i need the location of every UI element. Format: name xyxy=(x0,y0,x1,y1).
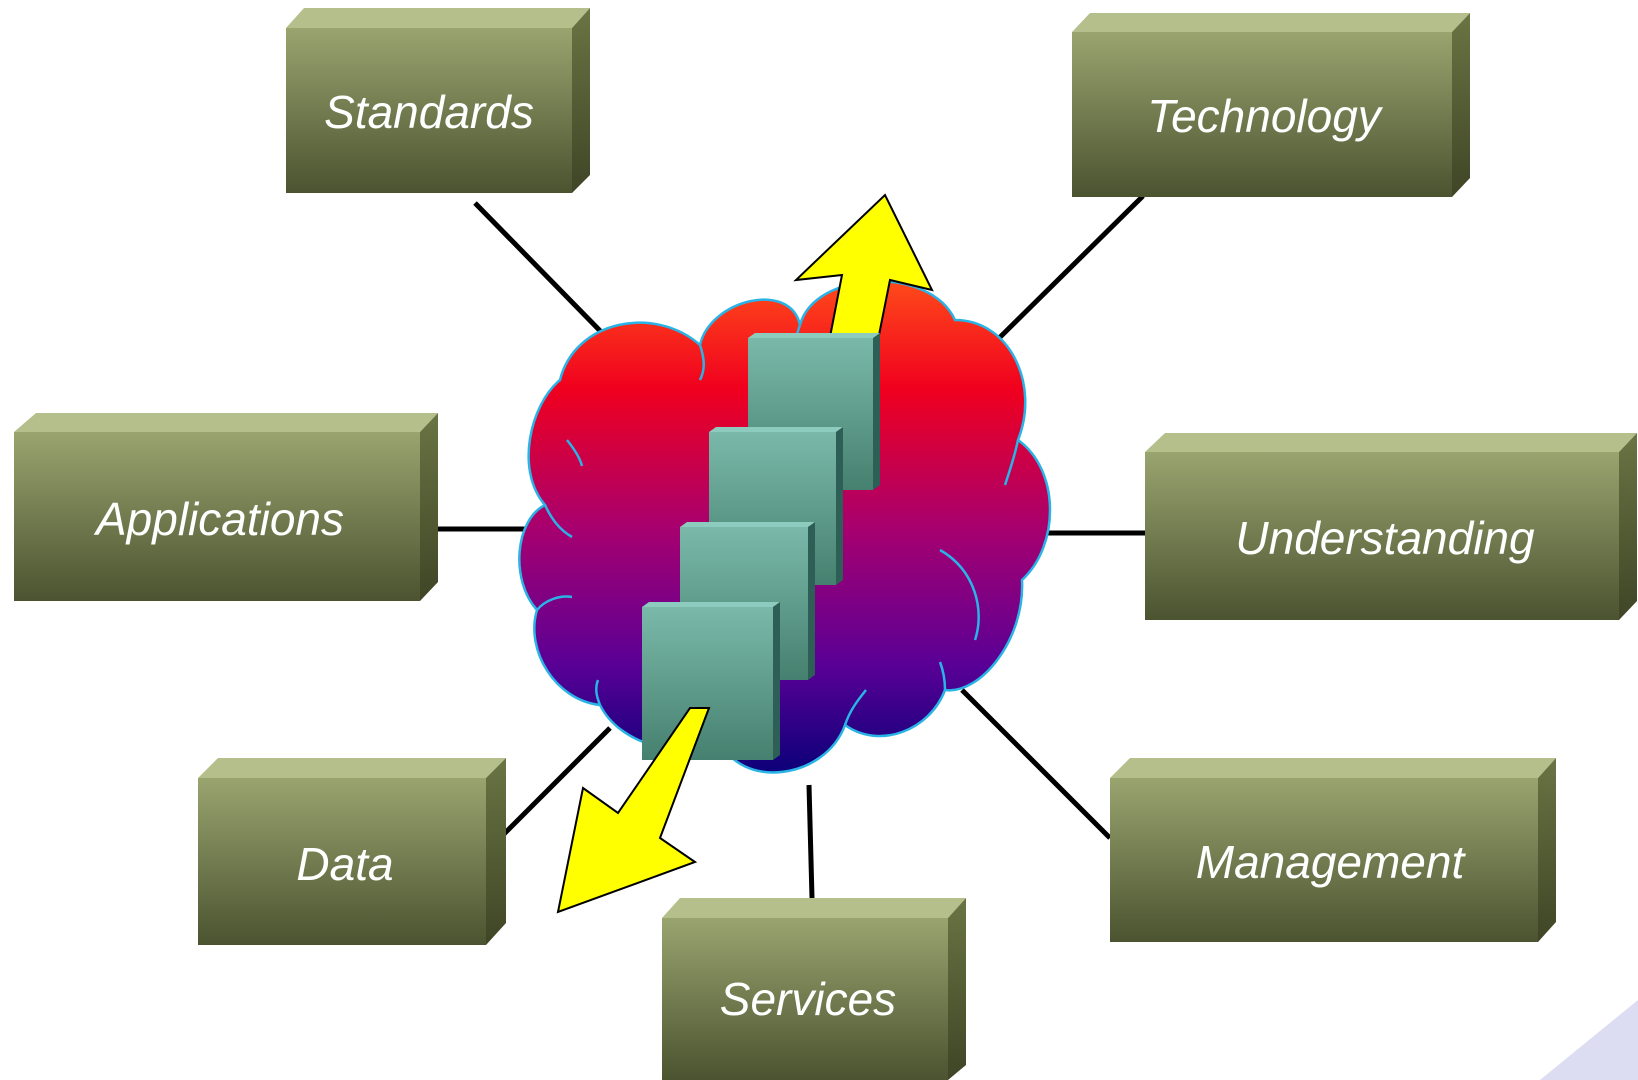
label-understanding: Understanding xyxy=(1235,512,1535,564)
box-management: Management xyxy=(1110,758,1556,942)
box-applications: Applications xyxy=(14,413,438,601)
box-data: Data xyxy=(198,758,506,945)
box-understanding: Understanding xyxy=(1145,433,1637,620)
connector-standards xyxy=(473,201,614,345)
connector-services xyxy=(806,784,815,899)
step-block-4 xyxy=(642,602,780,760)
label-management: Management xyxy=(1196,836,1467,888)
connector-management xyxy=(960,688,1112,840)
connector-technology xyxy=(983,194,1145,354)
connector-lines xyxy=(438,194,1145,899)
label-standards: Standards xyxy=(324,86,534,138)
label-applications: Applications xyxy=(93,493,344,545)
box-services: Services xyxy=(662,898,966,1080)
label-technology: Technology xyxy=(1147,90,1384,142)
arrow-down-icon xyxy=(556,707,711,914)
connector-data xyxy=(498,726,612,840)
label-data: Data xyxy=(296,838,393,890)
box-technology: Technology xyxy=(1072,13,1470,197)
staircase-blocks xyxy=(642,333,880,760)
corner-accent-shape xyxy=(1540,1000,1638,1080)
box-standards: Standards xyxy=(286,8,590,193)
label-services: Services xyxy=(720,973,896,1025)
